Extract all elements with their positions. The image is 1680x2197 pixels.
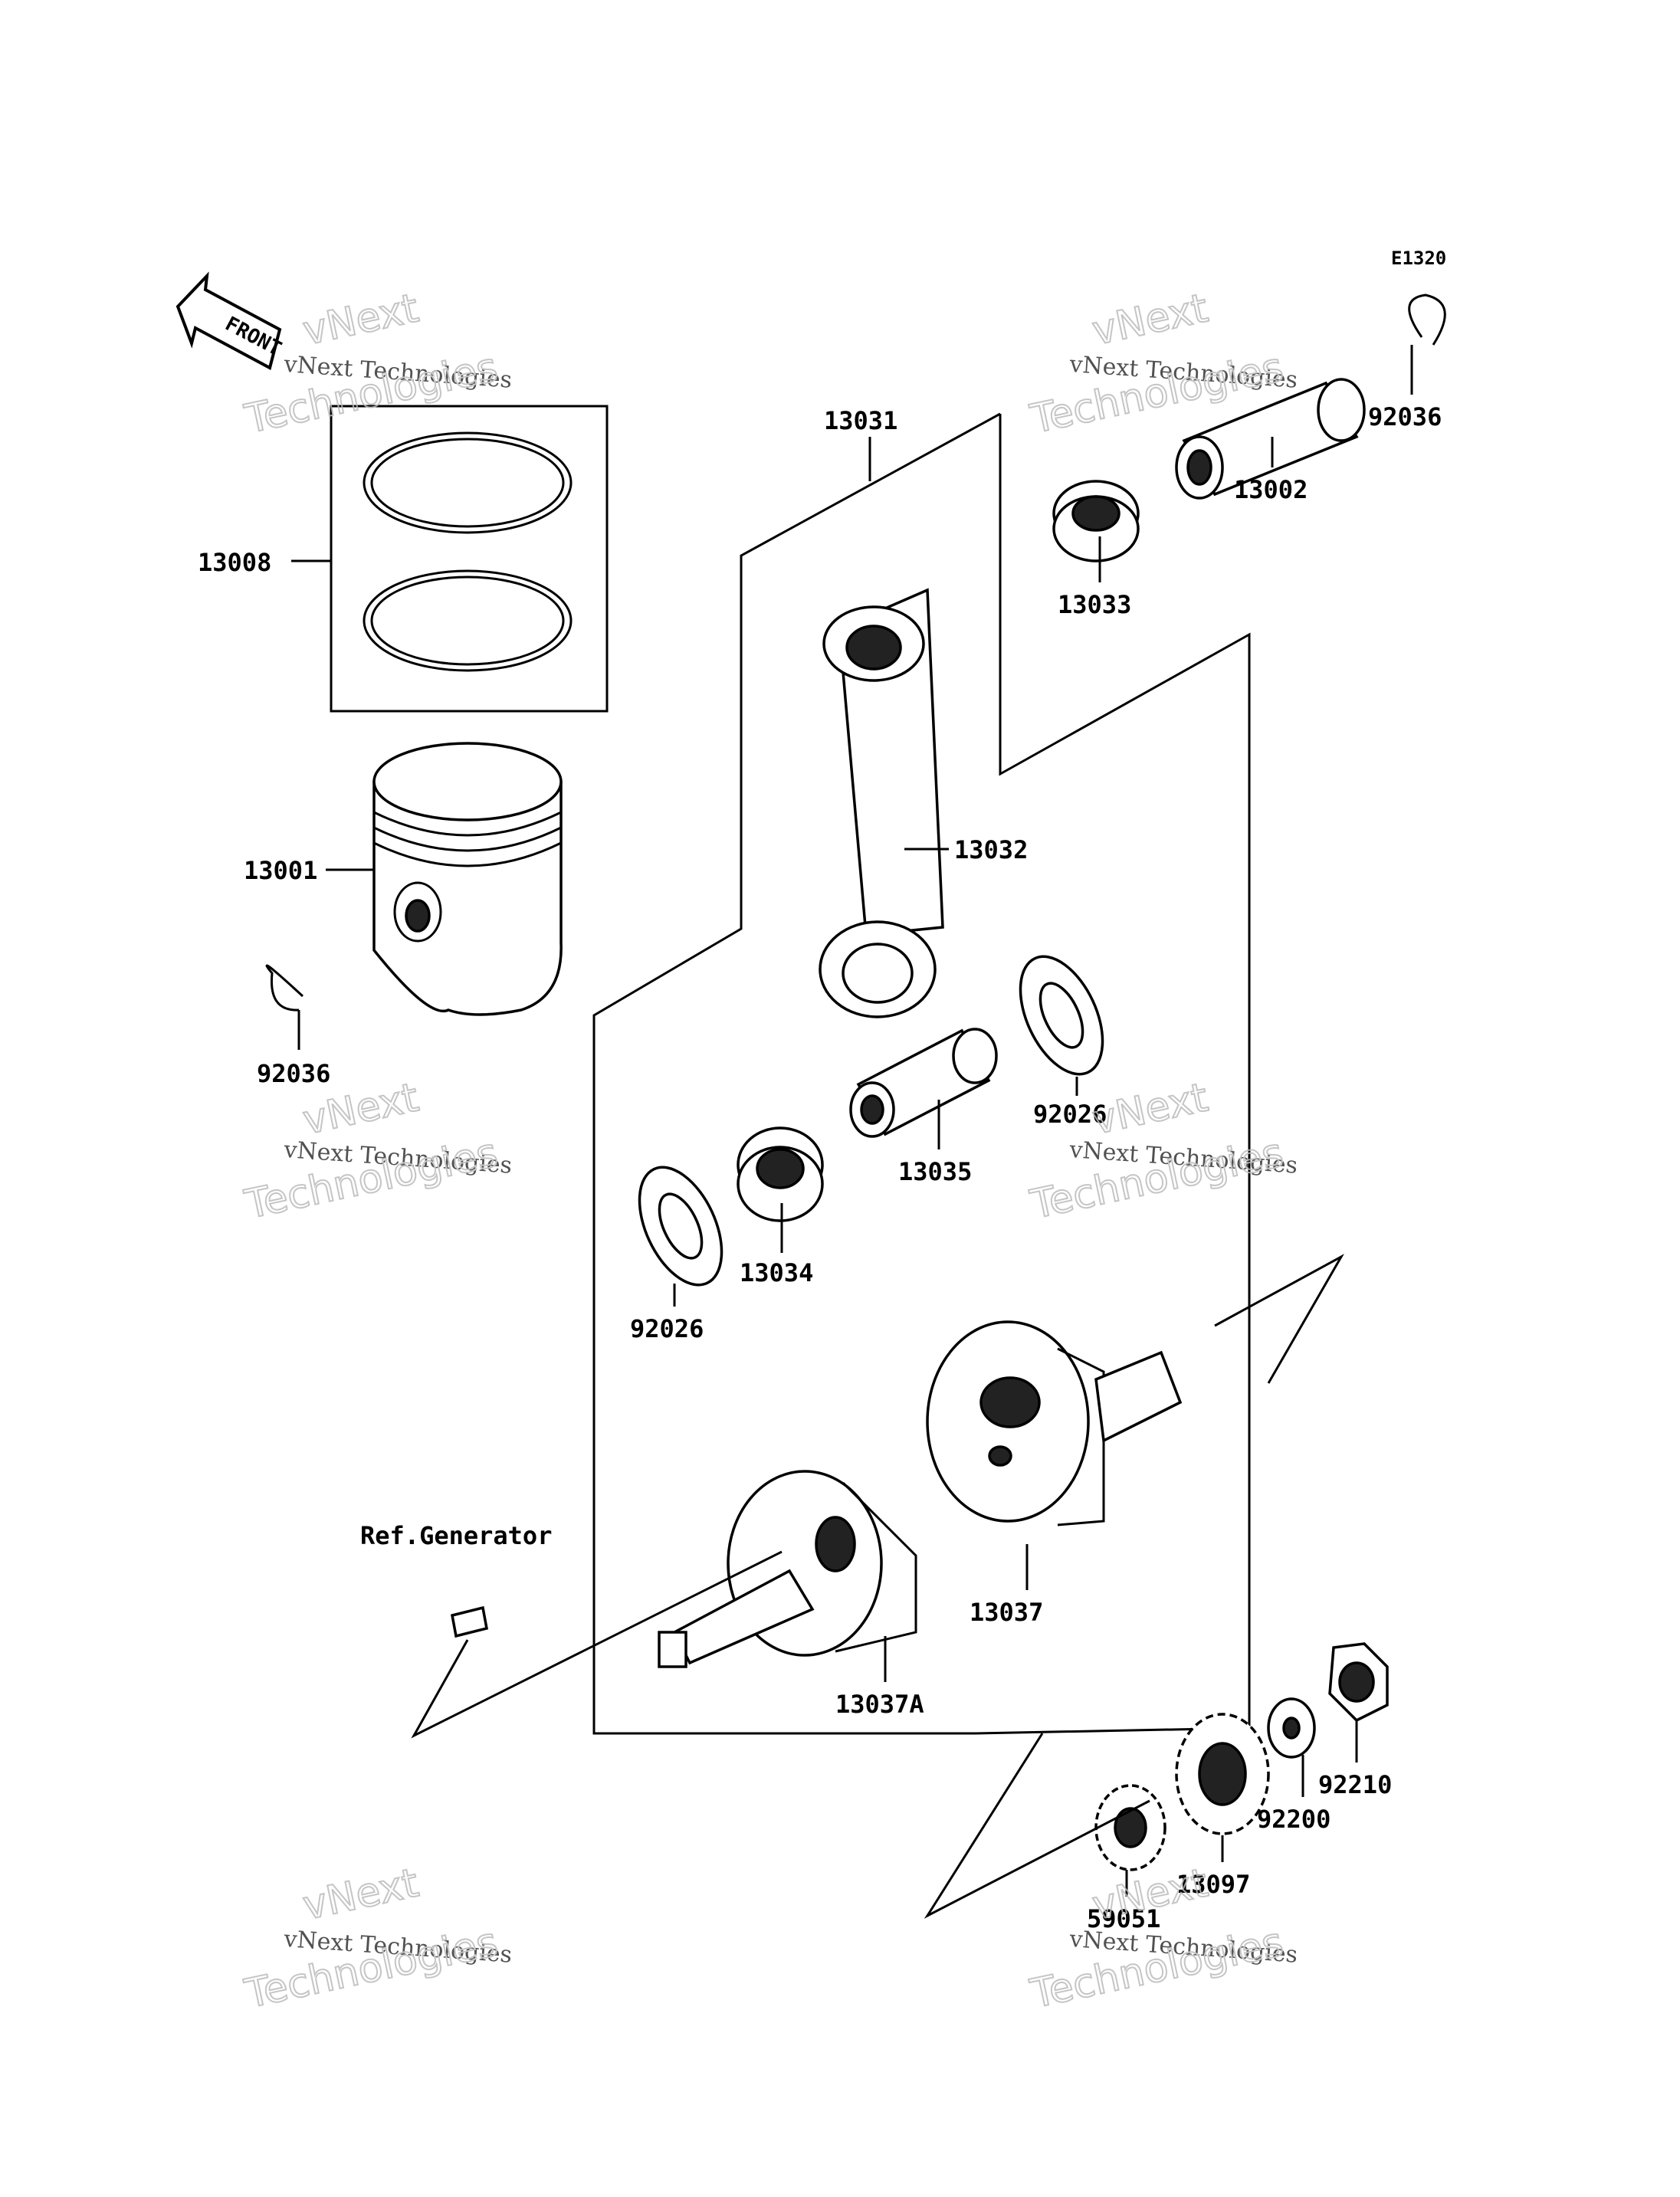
watermark-mid-right: vNext vNext Technologies Technologies: [1025, 1074, 1298, 1228]
piston-pin: [1175, 378, 1366, 500]
label-13034: 13034: [740, 1258, 813, 1287]
circlip-left: [265, 964, 304, 1012]
thrust-washer-lower: [638, 1166, 724, 1287]
svg-text:vNext: vNext: [299, 1860, 422, 1929]
connecting-rod: [819, 588, 944, 1018]
label-13001: 13001: [244, 856, 317, 885]
label-92036-left: 92036: [257, 1059, 330, 1088]
diagram-code: E1320: [1391, 248, 1446, 269]
label-13037A: 13037A: [835, 1690, 924, 1719]
front-arrow-icon: FRONT: [176, 271, 285, 370]
label-13097: 13097: [1176, 1870, 1250, 1899]
crankshaft-assembly-outline: [592, 412, 1251, 1735]
gear-13097: [1175, 1713, 1270, 1835]
circlip-right: [1408, 293, 1446, 346]
crank-pin: [849, 1028, 998, 1138]
label-13033: 13033: [1058, 590, 1131, 619]
label-59051: 59051: [1087, 1904, 1160, 1933]
label-92200: 92200: [1257, 1805, 1331, 1834]
svg-text:vNext: vNext: [1088, 1074, 1212, 1143]
leader-lines: [291, 345, 1413, 1897]
label-92026-lower: 92026: [630, 1314, 704, 1343]
svg-text:vNext: vNext: [299, 285, 422, 354]
watermark-bottom-right: vNext vNext Technologies Technologies: [1025, 1859, 1298, 2018]
label-92210: 92210: [1318, 1770, 1392, 1799]
woodruff-key: [450, 1605, 489, 1638]
label-92026-upper: 92026: [1033, 1100, 1107, 1129]
label-92036-right: 92036: [1368, 402, 1442, 431]
label-13032: 13032: [954, 835, 1028, 864]
break-line-bottom: [924, 1733, 1150, 1919]
nut-92210: [1328, 1642, 1389, 1723]
break-line-left: [411, 1550, 783, 1739]
label-13031: 13031: [824, 406, 897, 435]
small-end-bearing: [1052, 480, 1140, 562]
label-13008: 13008: [198, 548, 271, 577]
svg-text:vNext: vNext: [1088, 285, 1212, 354]
watermark-top-left: vNext vNext Technologies Technologies: [240, 284, 513, 443]
watermark-mid-left: vNext vNext Technologies Technologies: [240, 1074, 513, 1228]
label-13037: 13037: [970, 1598, 1043, 1627]
piston-ring-box: [330, 405, 609, 713]
big-end-bearing: [737, 1126, 824, 1222]
crankshaft-right: [926, 1320, 1183, 1526]
watermark-bottom-left: vNext vNext Technologies Technologies: [240, 1859, 513, 2018]
ref-generator-label: Ref.Generator: [360, 1521, 552, 1550]
piston-ring-upper: [363, 431, 573, 534]
thrust-washer-upper: [1019, 955, 1104, 1076]
piston: [372, 742, 563, 1016]
washer-92200: [1267, 1697, 1316, 1759]
label-13002: 13002: [1234, 475, 1308, 504]
label-13035: 13035: [898, 1157, 972, 1186]
gear-59051: [1094, 1784, 1166, 1871]
break-line-right: [1214, 1254, 1344, 1384]
crankshaft-left: [658, 1470, 917, 1668]
piston-ring-lower: [363, 569, 573, 672]
